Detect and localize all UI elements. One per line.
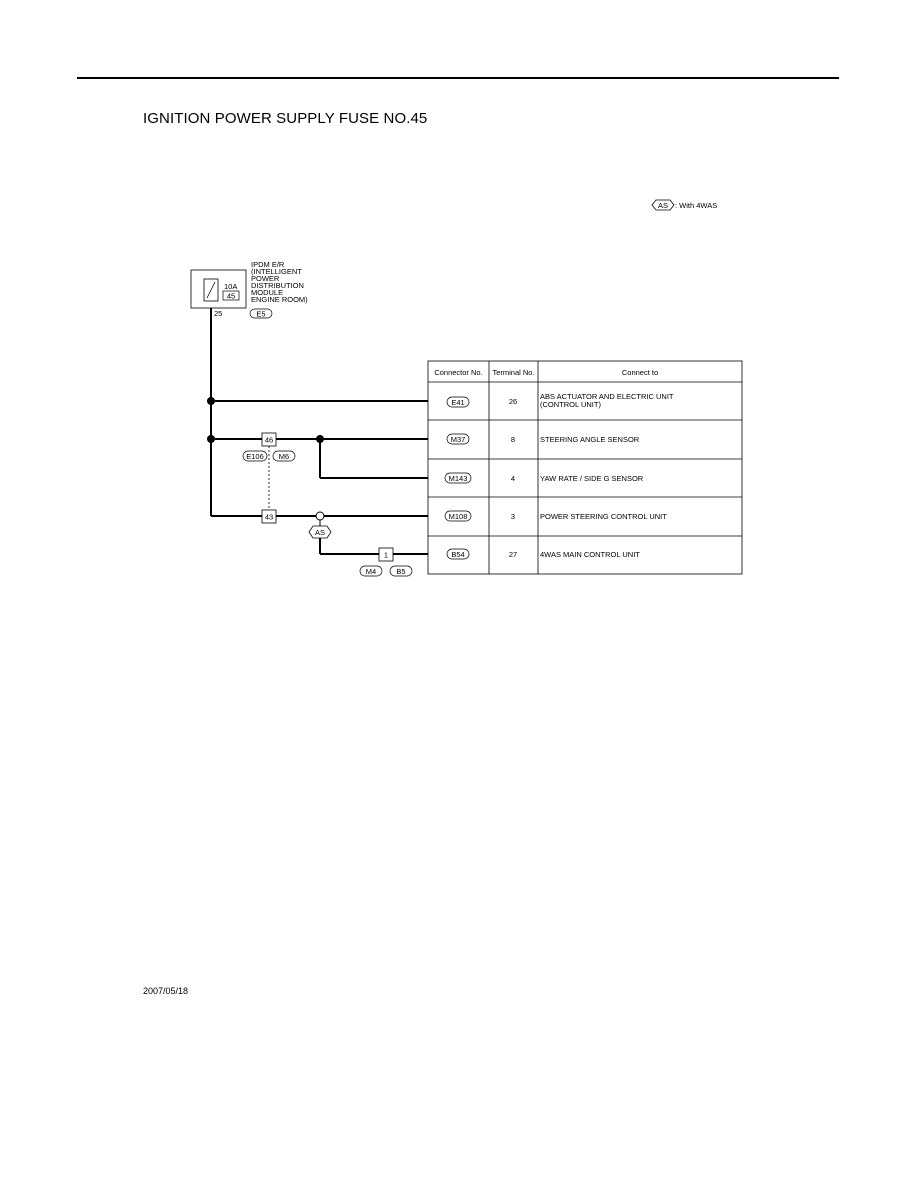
ipdm-box bbox=[190, 269, 247, 309]
ipdm-block: 10A 45 25 IPDM E/R (INTELLIGENT POWER DI… bbox=[190, 260, 308, 319]
optional-splice bbox=[315, 511, 325, 521]
table-header-connector: Connector No. bbox=[434, 368, 482, 377]
row-connector: B54 bbox=[451, 550, 464, 559]
ipdm-label-line: DISTRIBUTION bbox=[251, 281, 304, 290]
fuse-element bbox=[206, 281, 216, 299]
junction-46-box bbox=[261, 432, 277, 447]
connector-e106-oval bbox=[242, 450, 268, 462]
row-connect-to: YAW RATE / SIDE G SENSOR bbox=[540, 474, 644, 483]
splice-dot bbox=[207, 435, 215, 443]
connector-b5-oval bbox=[389, 565, 413, 577]
connection-table: Connector No. Terminal No. Connect to E4… bbox=[427, 360, 743, 575]
row-terminal: 27 bbox=[509, 550, 517, 559]
legend: AS : With 4WAS bbox=[651, 199, 717, 211]
footer-date: 2007/05/18 bbox=[143, 986, 189, 996]
row-connector-oval bbox=[446, 433, 470, 445]
ipdm-terminal: 25 bbox=[214, 309, 222, 318]
fuse-number: 45 bbox=[227, 292, 235, 301]
connector-m6: M6 bbox=[279, 452, 289, 461]
legend-text: : With 4WAS bbox=[675, 201, 717, 210]
row-connector-oval bbox=[444, 510, 472, 522]
ipdm-label-line: IPDM E/R bbox=[251, 260, 285, 269]
row-connect-to: (CONTROL UNIT) bbox=[540, 400, 601, 409]
connector-m4: M4 bbox=[366, 567, 376, 576]
connector-m6-oval bbox=[272, 450, 296, 462]
connector-b5: B5 bbox=[396, 567, 405, 576]
table-header-connect-to: Connect to bbox=[622, 368, 658, 377]
row-connector: M37 bbox=[451, 435, 466, 444]
junction-1-box bbox=[378, 547, 394, 562]
legend-as-badge: AS bbox=[658, 201, 668, 210]
row-connect-to: ABS ACTUATOR AND ELECTRIC UNIT bbox=[540, 392, 674, 401]
row-connector: E41 bbox=[451, 398, 464, 407]
connector-e5: E5 bbox=[256, 310, 265, 319]
junction-43-box bbox=[261, 509, 277, 524]
row-connector-oval bbox=[446, 548, 470, 560]
table-frame bbox=[427, 360, 743, 575]
row-connect-to: POWER STEERING CONTROL UNIT bbox=[540, 512, 667, 521]
splice-dot bbox=[316, 435, 324, 443]
ipdm-label-line: POWER bbox=[251, 274, 280, 283]
page-title: IGNITION POWER SUPPLY FUSE NO.45 bbox=[143, 110, 428, 127]
table-header-terminal: Terminal No. bbox=[492, 368, 534, 377]
as-option-badge-shape bbox=[308, 525, 332, 539]
junction-43: 43 bbox=[265, 513, 273, 522]
junction-46: 46 bbox=[265, 436, 273, 445]
row-connector-oval bbox=[446, 396, 470, 408]
row-terminal: 4 bbox=[511, 474, 515, 483]
row-terminal: 3 bbox=[511, 512, 515, 521]
legend-as-badge-shape bbox=[651, 199, 675, 211]
row-connect-to: 4WAS MAIN CONTROL UNIT bbox=[540, 550, 640, 559]
connector-e106: E106 bbox=[246, 452, 264, 461]
row-terminal: 8 bbox=[511, 435, 515, 444]
junction-1: 1 bbox=[384, 551, 388, 560]
ipdm-label-line: MODULE bbox=[251, 288, 283, 297]
connector-m4-oval bbox=[359, 565, 383, 577]
splice-dot bbox=[207, 397, 215, 405]
as-option-badge: AS bbox=[315, 528, 325, 537]
row-connector: M108 bbox=[449, 512, 468, 521]
row-connect-to: STEERING ANGLE SENSOR bbox=[540, 435, 640, 444]
connector-e5-oval bbox=[249, 308, 273, 319]
ipdm-label-line: (INTELLIGENT bbox=[251, 267, 302, 276]
top-rule bbox=[77, 77, 839, 79]
row-connector: M143 bbox=[449, 474, 468, 483]
fuse-rating: 10A bbox=[224, 282, 237, 291]
ipdm-label-line: ENGINE ROOM) bbox=[251, 295, 308, 304]
row-connector-oval bbox=[444, 472, 472, 484]
row-terminal: 26 bbox=[509, 397, 517, 406]
fuse-number-box bbox=[222, 290, 240, 301]
